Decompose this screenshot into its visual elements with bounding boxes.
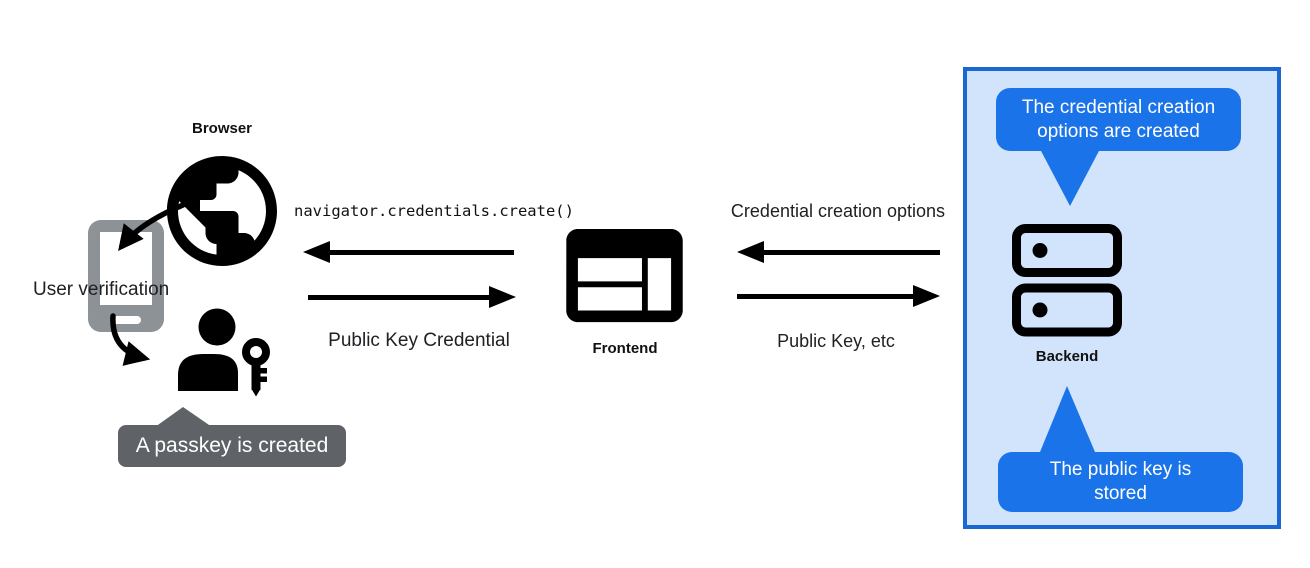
bubble-pointer-up <box>1040 386 1095 452</box>
smartphone-icon <box>88 220 164 332</box>
arrowhead-right-icon <box>489 286 516 308</box>
flow-label-public-key-etc: Public Key, etc <box>777 331 895 351</box>
frontend-node-label: Frontend <box>592 340 658 357</box>
user-verification-label: User verification <box>33 279 170 300</box>
arrow-frontend-to-browser <box>303 241 514 263</box>
credential-options-bubble: The credential creation options are crea… <box>996 88 1241 151</box>
flow-label-public-key-credential: Public Key Credential <box>328 330 510 351</box>
browser-node-label: Browser <box>191 120 253 137</box>
arrowhead-right-icon <box>913 285 940 307</box>
tooltip-pointer <box>155 407 212 427</box>
user-key-icon <box>178 308 270 397</box>
arrowhead-left-icon <box>303 241 330 263</box>
public-key-stored-bubble: The public key is stored <box>998 452 1243 512</box>
passkey-created-tooltip: A passkey is created <box>118 425 346 467</box>
backend-node-label: Backend <box>1035 348 1099 365</box>
arrow-backend-to-frontend <box>737 241 940 263</box>
bubble-pointer-down <box>1040 149 1100 206</box>
globe-icon <box>167 156 277 266</box>
arrow-browser-to-frontend <box>308 286 516 308</box>
arrowhead-left-icon <box>737 241 764 263</box>
arrow-frontend-to-backend <box>737 285 940 307</box>
browser-window-icon <box>566 229 683 323</box>
flow-label-credential-creation-options: Credential creation options <box>730 201 946 221</box>
flow-label-navigator-credentials-create: navigator.credentials.create() <box>294 202 574 220</box>
server-icon <box>1012 224 1122 337</box>
